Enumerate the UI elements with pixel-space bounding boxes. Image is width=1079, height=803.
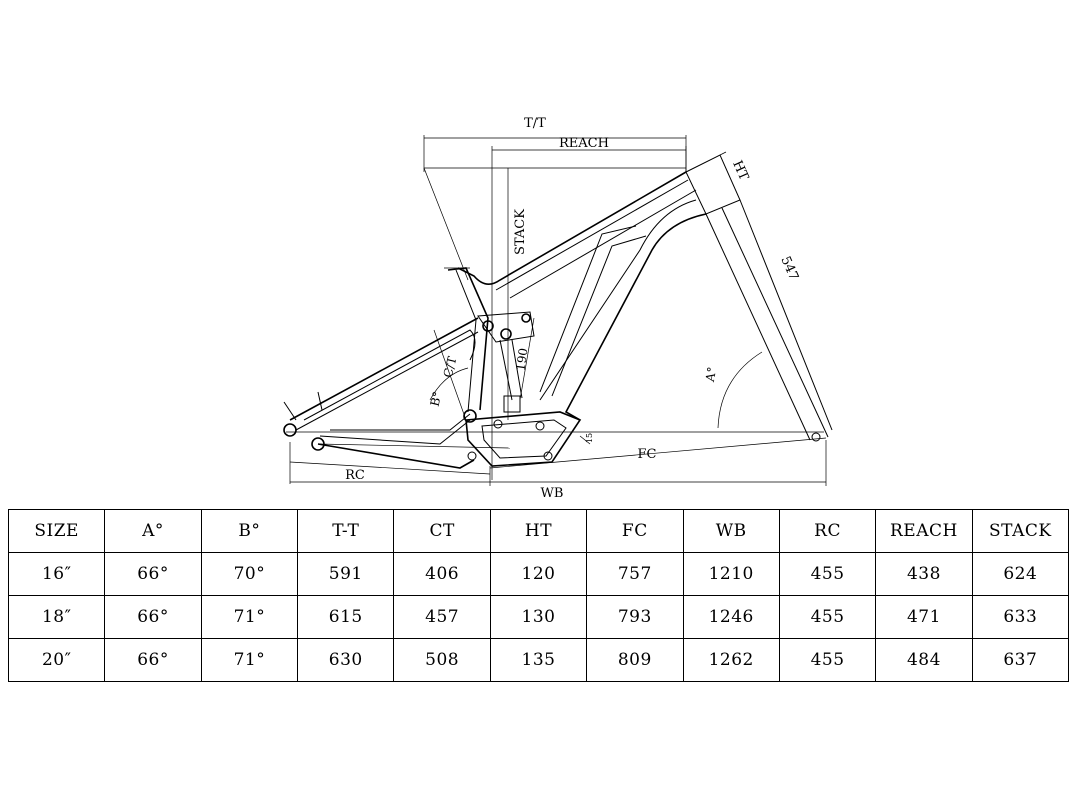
stack-label: STACK: [513, 209, 528, 255]
header-cell: STACK: [971, 509, 1070, 553]
seat-tube-angle: C/T B°: [428, 329, 469, 421]
table-cell: 508: [393, 638, 491, 682]
ct-dim-label: 547: [777, 254, 801, 283]
table-row: 16″ 66° 70° 591 406 120 757 1210 455 438…: [7, 552, 1070, 596]
header-cell: SIZE: [7, 509, 106, 553]
table-cell: 757: [586, 552, 684, 596]
fc-dimension: FC: [489, 437, 827, 469]
bb-drop-label: 15: [585, 433, 594, 443]
header-cell: REACH: [875, 509, 973, 553]
header-cell: A°: [104, 509, 202, 553]
header-cell: CT: [393, 509, 491, 553]
fork: 547: [705, 199, 833, 442]
table-cell: 484: [875, 638, 973, 682]
table-cell: 471: [875, 595, 973, 639]
table-row: 20″ 66° 71° 630 508 135 809 1262 455 484…: [7, 638, 1070, 682]
table-cell: 591: [297, 552, 395, 596]
motor-housing: [465, 411, 582, 467]
top-tube: [457, 171, 697, 299]
table-cell: 455: [778, 638, 877, 682]
seat-tube: [444, 267, 489, 413]
table-cell: 20″: [7, 638, 106, 682]
table-cell: 1210: [682, 552, 780, 596]
table-header-row: SIZE A° B° T-T CT HT FC WB RC REACH STAC…: [7, 509, 1070, 553]
table-cell: 455: [778, 552, 877, 596]
ht-label: HT: [729, 158, 751, 183]
reach-label: REACH: [559, 136, 609, 151]
table-cell: 66°: [104, 638, 202, 682]
geometry-table: SIZE A° B° T-T CT HT FC WB RC REACH STAC…: [7, 509, 1070, 682]
shock-label: 190: [514, 347, 531, 372]
table-cell: 637: [971, 638, 1070, 682]
wb-label: WB: [541, 486, 564, 501]
fc-label: FC: [638, 447, 657, 462]
table-cell: 630: [297, 638, 395, 682]
table-cell: 793: [586, 595, 684, 639]
tt-dimension: T/T: [423, 116, 687, 172]
table-row: 18″ 66° 71° 615 457 130 793 1246 455 471…: [7, 595, 1070, 639]
chain-stay: [283, 409, 477, 469]
table-cell: 457: [393, 595, 491, 639]
head-angle: A°: [703, 351, 763, 429]
ground-lines: 15: [286, 431, 824, 449]
table-cell: 615: [297, 595, 395, 639]
header-cell: B°: [200, 509, 299, 553]
shock: 190: [499, 317, 535, 413]
table-cell: 455: [778, 595, 877, 639]
down-tube: [539, 199, 707, 421]
header-cell: HT: [489, 509, 588, 553]
table-cell: 70°: [200, 552, 299, 596]
header-cell: T-T: [297, 509, 395, 553]
header-cell: WB: [682, 509, 780, 553]
stack-dimension: STACK: [507, 168, 528, 420]
rc-dimension: RC: [289, 442, 491, 484]
table-cell: 1246: [682, 595, 780, 639]
reach-dimension: REACH: [491, 136, 687, 480]
table-cell: 406: [393, 552, 491, 596]
table-cell: 1262: [682, 638, 780, 682]
header-cell: RC: [778, 509, 877, 553]
ct-label: C/T: [441, 355, 460, 379]
tt-label: T/T: [524, 116, 546, 131]
angle-a-label: A°: [703, 366, 720, 384]
table-cell: 130: [489, 595, 588, 639]
header-cell: FC: [586, 509, 684, 553]
table-cell: 71°: [200, 595, 299, 639]
table-cell: 66°: [104, 595, 202, 639]
frame-geometry-drawing: T/T REACH STACK HT 547: [283, 116, 833, 501]
table-cell: 66°: [104, 552, 202, 596]
table-cell: 16″: [7, 552, 106, 596]
seat-stay: [283, 317, 479, 431]
table-cell: 120: [489, 552, 588, 596]
table-cell: 438: [875, 552, 973, 596]
table-cell: 809: [586, 638, 684, 682]
wb-dimension: WB: [290, 440, 827, 501]
rc-label: RC: [345, 468, 365, 483]
table-cell: 71°: [200, 638, 299, 682]
table-cell: 633: [971, 595, 1070, 639]
table-cell: 135: [489, 638, 588, 682]
angle-b-label: B°: [428, 390, 445, 408]
table-cell: 624: [971, 552, 1070, 596]
table-cell: 18″: [7, 595, 106, 639]
rocker-link: [477, 311, 535, 343]
